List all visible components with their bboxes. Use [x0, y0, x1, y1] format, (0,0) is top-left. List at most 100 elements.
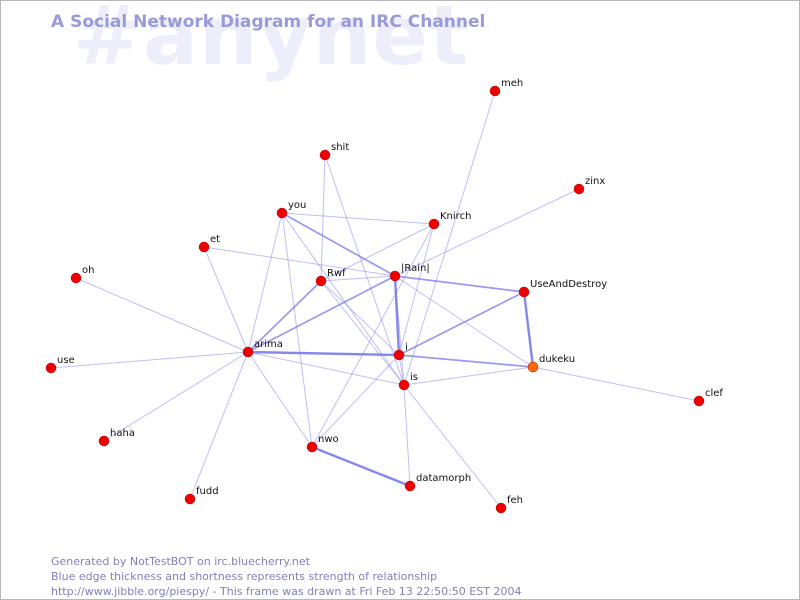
- node-i: i: [393, 342, 408, 361]
- edge-arima-haha: [103, 351, 249, 442]
- edge-oh-arima: [75, 277, 249, 353]
- node-et: et: [198, 234, 220, 253]
- edge-rwf-arima: [247, 280, 322, 353]
- node-label: i: [405, 342, 408, 353]
- node-label: nwo: [318, 434, 339, 445]
- node-label: dukeku: [539, 354, 575, 365]
- node-fudd: fudd: [184, 486, 219, 505]
- node-dot: [573, 183, 585, 195]
- node-arima: arima: [242, 339, 283, 358]
- edge-arima-i: [247, 350, 400, 357]
- node-label: Knirch: [440, 211, 471, 222]
- edge-is-datamorph: [403, 384, 411, 487]
- node-haha: haha: [98, 428, 135, 447]
- edge-you-is: [281, 212, 405, 386]
- node-label: use: [57, 355, 75, 366]
- node-label: haha: [110, 428, 135, 439]
- node-oh: oh: [70, 265, 94, 284]
- node-dot: [428, 218, 440, 230]
- node-label: UseAndDestroy: [530, 279, 607, 290]
- footer-legend: Blue edge thickness and shortness repres…: [51, 570, 438, 583]
- node-label: |Rain|: [401, 263, 430, 274]
- node-rwf: Rwf: [315, 268, 346, 287]
- node-dot: [489, 85, 501, 97]
- edge-you-nwo: [281, 212, 313, 448]
- node-label: feh: [507, 495, 523, 506]
- node-dot: [242, 346, 254, 358]
- node-dot: [198, 241, 210, 253]
- edge-zinx-irain: [394, 188, 580, 277]
- channel-watermark: #anynet: [73, 0, 470, 84]
- node-label: fudd: [196, 486, 219, 497]
- node-label: et: [210, 234, 220, 245]
- node-dot: [389, 270, 401, 282]
- node-is: is: [398, 372, 418, 391]
- node-useanddestroy: UseAndDestroy: [518, 279, 607, 298]
- node-dot: [306, 441, 318, 453]
- edge-i-nwo: [311, 354, 400, 448]
- edge-rwf-i: [320, 280, 400, 356]
- node-dot: [315, 275, 327, 287]
- edge-arima-nwo: [247, 351, 313, 448]
- edge-rwf-irain: [320, 275, 396, 282]
- footer-timestamp: http://www.jibble.org/piespy/ - This fra…: [51, 585, 522, 598]
- edge-useanddestroy-i: [398, 291, 525, 356]
- node-dot: [495, 502, 507, 514]
- node-nwo: nwo: [306, 434, 339, 453]
- node-zinx: zinx: [573, 176, 605, 195]
- node-label: you: [288, 200, 306, 211]
- edge-you-arima: [247, 212, 283, 353]
- node-label: arima: [254, 339, 283, 350]
- node-dot: [319, 149, 331, 161]
- node-dot: [98, 435, 110, 447]
- node-dot: [276, 207, 288, 219]
- edge-arima-use: [50, 351, 249, 369]
- node-label: clef: [705, 388, 723, 399]
- node-dot: [527, 361, 539, 373]
- edge-knirch-rwf: [320, 223, 435, 282]
- node-meh: meh: [489, 78, 523, 97]
- node-label: zinx: [585, 176, 605, 187]
- node-knirch: Knirch: [428, 211, 471, 230]
- node-clef: clef: [693, 388, 723, 407]
- node-irain: |Rain|: [389, 263, 430, 282]
- edge-meh-is: [403, 90, 496, 386]
- diagram-title: A Social Network Diagram for an IRC Chan…: [51, 12, 486, 32]
- edge-useanddestroy-dukeku: [522, 291, 535, 368]
- node-dukeku: dukeku: [527, 354, 575, 373]
- node-dot: [398, 379, 410, 391]
- node-dot: [518, 286, 530, 298]
- node-label: shit: [331, 142, 349, 153]
- node-dot: [70, 272, 82, 284]
- edge-is-dukeku: [403, 366, 534, 386]
- edge-you-irain: [281, 212, 396, 277]
- node-dot: [184, 493, 196, 505]
- edge-et-irain: [203, 246, 396, 277]
- node-dot: [45, 362, 57, 374]
- node-dot: [404, 480, 416, 492]
- edge-is-feh: [403, 384, 502, 509]
- edge-dukeku-clef: [532, 366, 700, 402]
- edge-i-dukeku: [398, 354, 534, 368]
- edge-nwo-datamorph: [311, 445, 411, 488]
- node-label: meh: [501, 78, 523, 89]
- footer: Generated by NotTestBOT on irc.bluecherr…: [51, 554, 521, 599]
- edge-irain-useanddestroy: [394, 275, 525, 293]
- node-label: datamorph: [416, 473, 471, 484]
- edge-you-knirch: [281, 212, 435, 225]
- node-dot: [393, 349, 405, 361]
- edge-irain-arima: [247, 275, 396, 353]
- edge-knirch-i: [398, 223, 435, 356]
- footer-generated: Generated by NotTestBOT on irc.bluecherr…: [51, 555, 310, 568]
- node-shit: shit: [319, 142, 349, 161]
- edge-knirch-nwo: [311, 223, 435, 448]
- node-label: oh: [82, 265, 94, 276]
- edge-et-arima: [203, 246, 249, 353]
- node-dot: [693, 395, 705, 407]
- edge-arima-is: [247, 351, 405, 386]
- node-datamorph: datamorph: [404, 473, 471, 492]
- node-label: Rwf: [327, 268, 346, 279]
